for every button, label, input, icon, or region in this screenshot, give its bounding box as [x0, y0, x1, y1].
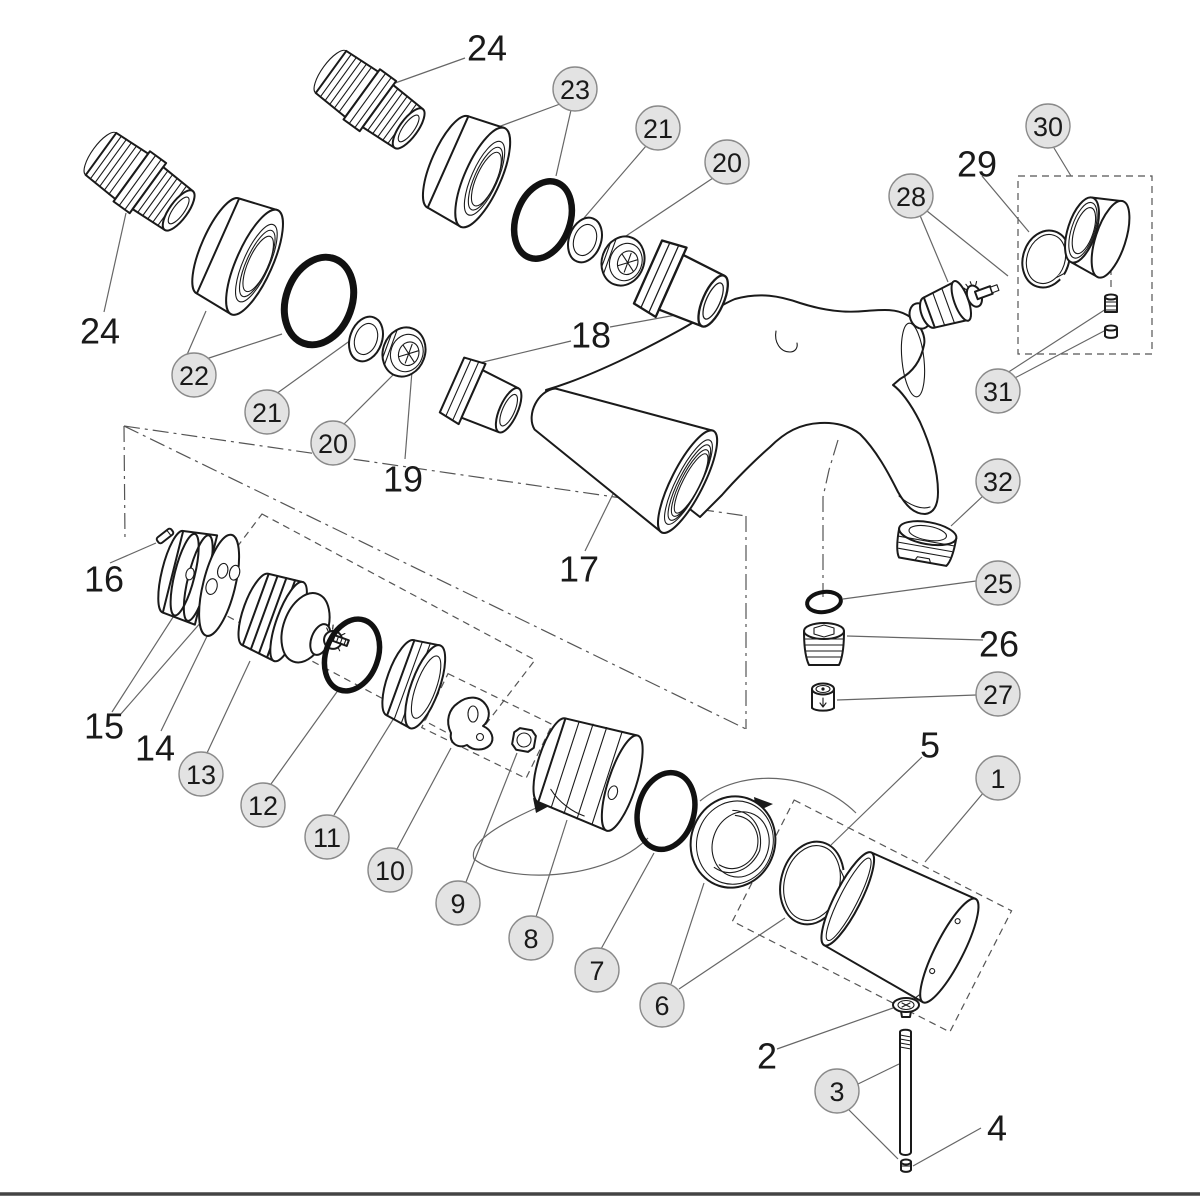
callout-31: 31 [975, 368, 1021, 414]
part-8-handle-sleeve [532, 717, 644, 832]
callout-23: 23 [552, 66, 598, 112]
part-24-union-top [313, 49, 426, 150]
callout-8: 8 [508, 915, 554, 961]
part-label-26: 26 [979, 624, 1019, 665]
svg-text:20: 20 [712, 148, 742, 178]
part-9-nut [511, 727, 537, 753]
svg-text:22: 22 [179, 361, 209, 391]
svg-text:21: 21 [643, 114, 673, 144]
part-label-4: 4 [987, 1108, 1007, 1149]
part-23-ring-nut [421, 114, 512, 229]
callout-25: 25 [975, 560, 1021, 606]
dashed-box-lever [420, 672, 554, 780]
callout-20: 20 [310, 420, 356, 466]
part-21-washer-left [348, 315, 384, 363]
part-25-oring [805, 589, 843, 615]
part-label-16: 16 [84, 559, 124, 600]
part-28-cartridge [908, 280, 1000, 330]
part-20-check-valve-left [381, 326, 427, 378]
part-24-union-left [83, 131, 196, 232]
svg-text:30: 30 [1033, 112, 1063, 142]
callout-3: 3 [814, 1068, 860, 1114]
svg-text:8: 8 [523, 924, 538, 954]
callout-32: 32 [975, 458, 1021, 504]
part-label-29: 29 [957, 144, 997, 185]
callout-20: 20 [704, 139, 750, 185]
part-29-snap-ring [1021, 229, 1071, 289]
svg-text:9: 9 [450, 889, 465, 919]
part-18-union-right [632, 239, 729, 328]
callout-11: 11 [304, 814, 350, 860]
part-16-pin [155, 527, 175, 545]
part-1-handle-cover [820, 851, 980, 1004]
part-30-bush [1064, 196, 1131, 279]
svg-text:28: 28 [896, 182, 926, 212]
svg-text:32: 32 [983, 467, 1013, 497]
part-20-check-valve-top [600, 235, 646, 287]
callout-12: 12 [240, 782, 286, 828]
part-2-screw [892, 994, 920, 1018]
callout-9: 9 [435, 880, 481, 926]
part-15-14-cap [157, 529, 241, 637]
chain-line-aerator [822, 439, 839, 597]
part-6-ring [689, 795, 777, 889]
callout-10: 10 [367, 847, 413, 893]
part-oring-top [510, 178, 576, 262]
part-4-tip [900, 1158, 912, 1173]
part-label-18: 18 [571, 315, 611, 356]
part-7-oring [634, 769, 698, 853]
part-27-insert [811, 682, 835, 712]
part-21-washer-top [567, 216, 603, 264]
part-13-cartridge [237, 572, 350, 664]
svg-text:6: 6 [654, 991, 669, 1021]
part-17-spout [530, 387, 719, 534]
svg-text:3: 3 [829, 1077, 844, 1107]
part-label-2: 2 [757, 1036, 777, 1077]
part-11-ring-nut [381, 639, 447, 730]
callout-22: 22 [171, 352, 217, 398]
svg-text:1: 1 [990, 764, 1005, 794]
callout-6: 6 [639, 982, 685, 1028]
part-10-lever-fork [447, 696, 494, 751]
svg-text:23: 23 [560, 75, 590, 105]
svg-text:12: 12 [248, 791, 278, 821]
callout-21: 21 [635, 105, 681, 151]
svg-text:13: 13 [186, 760, 216, 790]
part-label-19: 19 [383, 459, 423, 500]
callout-1: 1 [975, 755, 1021, 801]
callout-7: 7 [574, 947, 620, 993]
part-32-aerator [896, 520, 958, 567]
part-label-24: 24 [467, 28, 507, 69]
callout-21: 21 [244, 389, 290, 435]
part-22-ring-nut [191, 197, 284, 316]
callout-27: 27 [975, 671, 1021, 717]
leader-lines [103, 57, 1107, 1167]
svg-text:20: 20 [318, 429, 348, 459]
svg-text:31: 31 [983, 377, 1013, 407]
callout-28: 28 [888, 173, 934, 219]
callout-13: 13 [178, 751, 224, 797]
svg-text:10: 10 [375, 856, 405, 886]
part-label-17: 17 [559, 549, 599, 590]
part-3-rod [899, 1028, 912, 1156]
svg-text:21: 21 [252, 398, 282, 428]
part-12-oring [321, 616, 383, 694]
part-oring-left [280, 253, 358, 349]
svg-text:7: 7 [589, 956, 604, 986]
part-label-24: 24 [80, 311, 120, 352]
part-31-screw-and-plug [1104, 293, 1118, 339]
svg-text:27: 27 [983, 680, 1013, 710]
part-label-15: 15 [84, 706, 124, 747]
part-26-plug [803, 622, 845, 666]
part-label-14: 14 [135, 728, 175, 769]
svg-text:11: 11 [313, 823, 341, 853]
part-label-5: 5 [920, 725, 940, 766]
part-18-union-left [438, 356, 523, 434]
svg-text:25: 25 [983, 569, 1013, 599]
callout-30: 30 [1025, 103, 1071, 149]
